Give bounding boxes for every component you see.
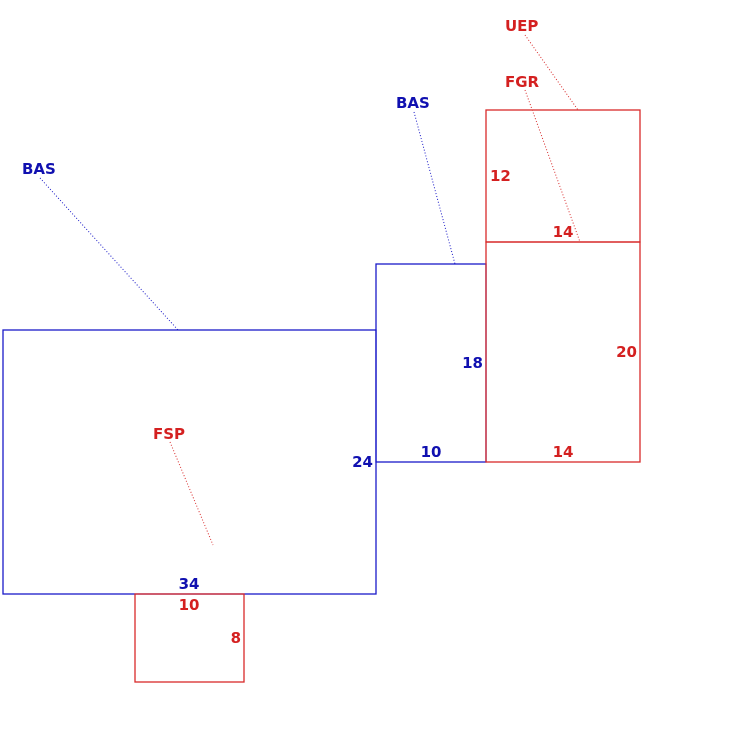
fgr-bottom-dimension: 14 — [553, 443, 574, 461]
uep-area — [485, 109, 641, 243]
fsp-leader — [169, 441, 214, 546]
uep-leader — [524, 34, 579, 111]
uep-label: UEP — [505, 17, 538, 35]
bas-small-right-dimension: 18 — [462, 354, 483, 372]
fsp-top-dimension: 10 — [179, 596, 200, 614]
bas-main-leader — [39, 177, 179, 331]
fgr-right-dimension: 20 — [616, 343, 637, 361]
uep-bottom-dimension: 14 — [553, 223, 574, 241]
bas-small-label: BAS — [396, 94, 430, 112]
bas-main-bottom-dimension: 34 — [179, 575, 200, 593]
fsp-label: FSP — [153, 425, 185, 443]
bas-small-leader — [413, 111, 456, 265]
bas-main-label: BAS — [22, 160, 56, 178]
fsp-right-dimension: 8 — [231, 629, 241, 647]
bas-main-right-dimension: 24 — [352, 453, 373, 471]
fgr-label: FGR — [505, 73, 540, 91]
uep-left-dimension: 12 — [490, 167, 511, 185]
fsp-area — [134, 593, 245, 683]
bas-main-area — [2, 329, 377, 595]
bas-small-bottom-dimension: 10 — [421, 443, 442, 461]
fgr-leader — [524, 89, 581, 243]
